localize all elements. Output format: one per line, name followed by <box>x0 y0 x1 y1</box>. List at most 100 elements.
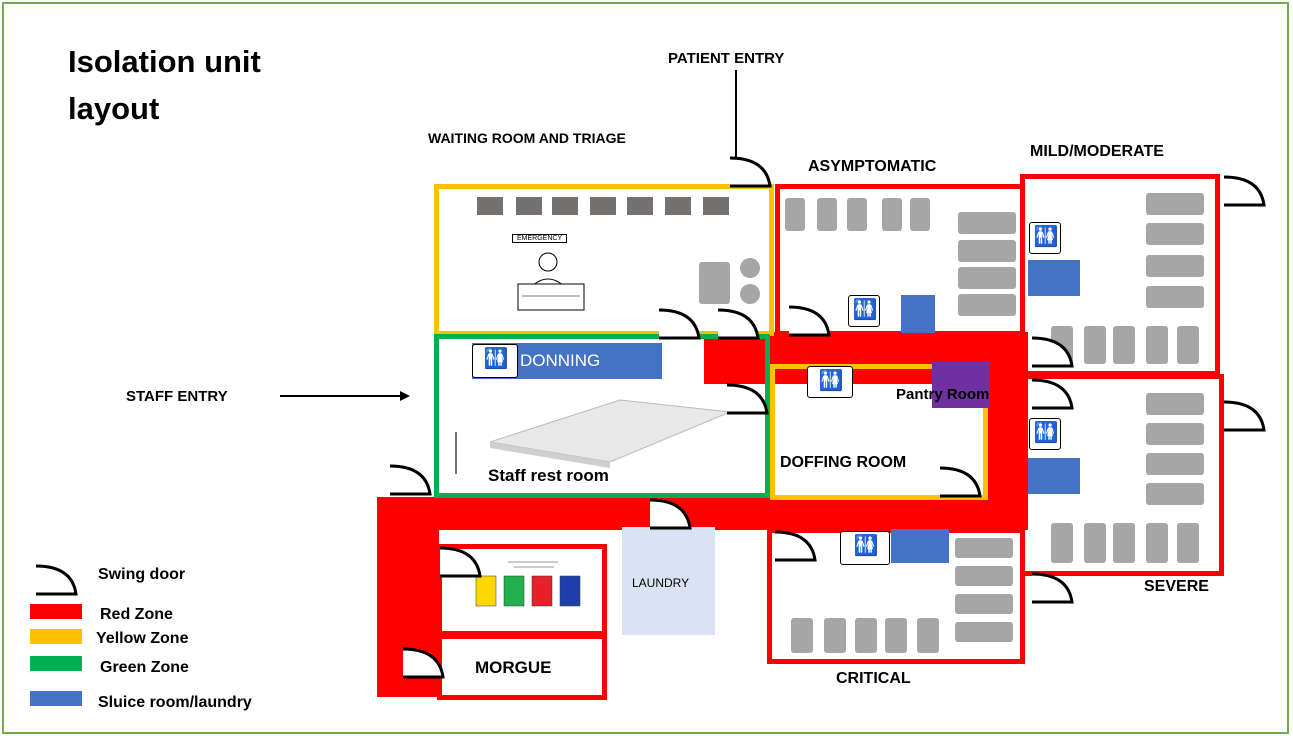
swing-door-icon <box>726 383 769 415</box>
legend-blue-swatch <box>30 691 82 706</box>
staff-rest-room-label: Staff rest room <box>488 466 609 485</box>
bed <box>1146 286 1204 308</box>
waiting-stool <box>740 258 760 278</box>
sluice-room <box>901 295 935 333</box>
bed <box>817 198 837 231</box>
swing-door-icon <box>717 308 760 340</box>
swing-door-icon <box>788 305 831 337</box>
swing-door-icon <box>658 308 701 340</box>
bed <box>1051 523 1073 563</box>
bed <box>1146 223 1204 245</box>
bed <box>958 267 1016 289</box>
bed <box>785 198 805 231</box>
bed <box>917 618 939 653</box>
toilet-icon: 🚻 <box>848 295 880 327</box>
bed <box>955 566 1013 586</box>
sluice-room <box>891 529 949 563</box>
swing-door-icon <box>1031 378 1074 410</box>
bed <box>1146 423 1204 445</box>
pantry-room <box>932 362 990 408</box>
waste-bins-illustration <box>475 561 581 607</box>
legend-green-label: Green Zone <box>100 659 189 676</box>
toilet-icon: 🚻 <box>1029 222 1061 254</box>
swing-door-icon <box>729 156 772 188</box>
bed <box>955 538 1013 558</box>
bed <box>1146 193 1204 215</box>
waiting-chair <box>703 197 729 215</box>
mild-moderate-ward <box>1020 174 1220 376</box>
legend-blue-label: Sluice room/laundry <box>98 694 252 711</box>
swing-door-icon <box>1223 400 1266 432</box>
legend-swing-door-label: Swing door <box>98 566 186 583</box>
swing-door-icon <box>649 498 692 530</box>
morgue-label: MORGUE <box>475 658 552 677</box>
waiting-chair <box>590 197 616 215</box>
bed <box>1084 326 1106 364</box>
waiting-stool <box>740 284 760 304</box>
waiting-chair <box>627 197 653 215</box>
toilet-icon: 🚻 <box>472 344 518 378</box>
bed <box>791 618 813 653</box>
laundry-room <box>622 527 715 635</box>
toilet-icon: 🚻 <box>840 531 890 565</box>
bed <box>1177 326 1199 364</box>
legend-red-swatch <box>30 604 82 619</box>
bed <box>1146 255 1204 277</box>
toilet-icon: 🚻 <box>807 366 853 398</box>
bed <box>824 618 846 653</box>
legend-red-label: Red Zone <box>100 606 173 623</box>
bed <box>958 240 1016 262</box>
conference-table-illustration <box>455 399 731 474</box>
bed <box>955 622 1013 642</box>
bed <box>847 198 867 231</box>
legend-swing-door-icon <box>35 564 78 596</box>
donning-staff-rest-room <box>434 334 770 498</box>
laundry-label: LAUNDRY <box>632 576 690 590</box>
swing-door-icon <box>1031 572 1074 604</box>
bed <box>1177 523 1199 563</box>
bed <box>958 212 1016 234</box>
waiting-furniture <box>699 262 730 304</box>
asymptomatic-label: ASYMPTOMATIC <box>808 158 937 175</box>
triage-desk-illustration: EMERGENCY <box>500 226 600 318</box>
diagram-title: Isolation unit layout <box>68 44 261 126</box>
bed <box>882 198 902 231</box>
bed <box>1146 453 1204 475</box>
bed <box>955 594 1013 614</box>
waiting-chair <box>552 197 578 215</box>
bed <box>1113 523 1135 563</box>
sluice-room <box>1028 458 1080 494</box>
bed <box>958 294 1016 316</box>
waste-bins-room <box>437 544 607 636</box>
bed <box>1113 326 1135 364</box>
bed <box>1146 393 1204 415</box>
severe-label: SEVERE <box>1144 578 1209 595</box>
pantry-room-label: Pantry Room <box>896 386 990 403</box>
swing-door-icon <box>939 466 982 498</box>
waiting-chair <box>477 197 503 215</box>
waiting-chair <box>665 197 691 215</box>
staff-entry-arrow <box>280 391 410 401</box>
doffing-room-label: DOFFING ROOM <box>780 454 907 471</box>
doffing-room <box>770 364 988 500</box>
triage-nurse-figure <box>517 252 585 311</box>
staff-entry-label: STAFF ENTRY <box>126 388 228 405</box>
donning-label: DONNING <box>520 351 601 370</box>
mild-moderate-label: MILD/MODERATE <box>1030 143 1164 160</box>
swing-door-icon <box>774 530 817 562</box>
severe-ward <box>1020 374 1224 576</box>
swing-door-icon <box>402 647 445 679</box>
waiting-chair <box>516 197 542 215</box>
swing-door-icon <box>439 546 482 578</box>
red-zone-corridor-middle <box>377 497 1027 530</box>
waiting-room <box>434 184 774 336</box>
bed <box>885 618 907 653</box>
bed <box>1146 326 1168 364</box>
bed <box>1084 523 1106 563</box>
sluice-room <box>1028 260 1080 296</box>
legend-yellow-swatch <box>30 629 82 644</box>
legend-yellow-label: Yellow Zone <box>96 630 189 647</box>
critical-label: CRITICAL <box>836 670 911 687</box>
emergency-sign: EMERGENCY <box>512 234 568 243</box>
